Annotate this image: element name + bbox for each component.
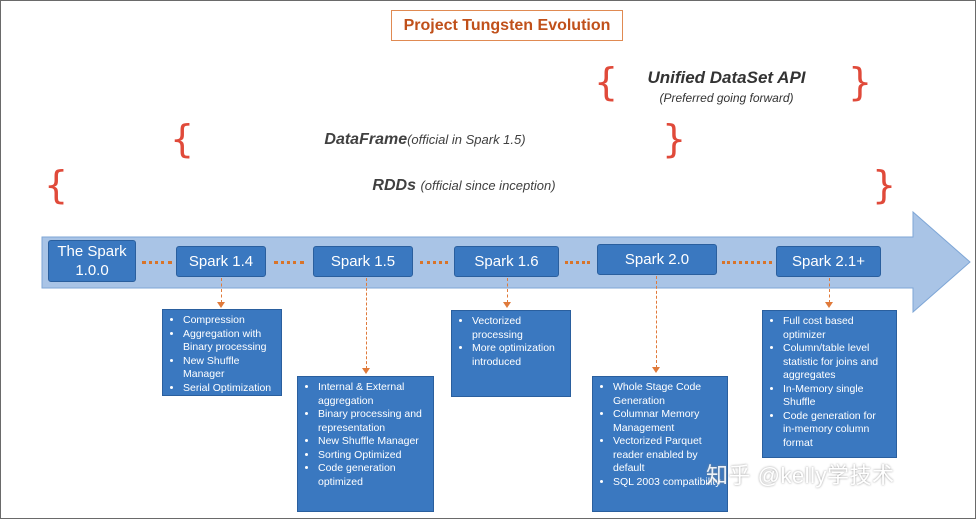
feature-item: New Shuffle Manager <box>318 435 427 449</box>
dataframe-label: DataFrame(official in Spark 1.5) <box>180 131 670 149</box>
rdds-right-brace: } <box>872 163 897 207</box>
rdds-left-brace: { <box>44 163 69 207</box>
feature-item: Internal & External aggregation <box>318 381 427 408</box>
feature-item: Code generation optimized <box>318 462 427 489</box>
feature-item: Compression <box>183 314 275 328</box>
pointer-head-1-4 <box>217 302 225 308</box>
feature-item: Aggregation with Binary processing <box>183 328 275 355</box>
version-spark-1-0-0: The Spark 1.0.0 <box>48 240 136 282</box>
connector-dots <box>142 261 172 264</box>
feature-item: Sorting Optimized <box>318 449 427 463</box>
features-spark-1-5: Internal & External aggregation Binary p… <box>297 376 434 512</box>
connector-dots <box>722 261 772 264</box>
dataframe-right-brace: } <box>662 117 687 161</box>
rdds-label: RDDs (official since inception) <box>50 177 878 195</box>
version-spark-1-5: Spark 1.5 <box>313 246 413 277</box>
version-spark-2-1: Spark 2.1+ <box>776 246 881 277</box>
pointer-head-1-5 <box>362 368 370 374</box>
feature-item: Whole Stage Code Generation <box>613 381 721 408</box>
feature-item: Column/table level statistic for joins a… <box>783 342 890 383</box>
connector-dots <box>420 261 448 264</box>
feature-item: SQL 2003 compatibility <box>613 476 721 490</box>
feature-item: Columnar Memory Management <box>613 408 721 435</box>
dataframe-name: DataFrame <box>324 131 408 148</box>
pointer-head-1-6 <box>503 302 511 308</box>
dataframe-note: (official in Spark 1.5) <box>407 132 526 147</box>
feature-item: Serial Optimization <box>183 382 275 396</box>
connector-dots <box>565 261 590 264</box>
unified-dataset-api-label: Unified DataSet API <box>647 68 806 87</box>
pointer-head-2-1 <box>825 302 833 308</box>
watermark-text: 知乎 @kelly学技术 <box>706 463 895 488</box>
pointer-line-2-0 <box>656 276 657 368</box>
diagram-title: Project Tungsten Evolution <box>391 10 623 41</box>
version-spark-1-6: Spark 1.6 <box>454 246 559 277</box>
feature-item: In-Memory single Shuffle <box>783 383 890 410</box>
version-spark-2-0: Spark 2.0 <box>597 244 717 275</box>
api-left-brace: { <box>594 60 619 104</box>
pointer-line-1-5 <box>366 278 367 369</box>
features-spark-2-1: Full cost based optimizer Column/table l… <box>762 310 897 458</box>
feature-item: New Shuffle Manager <box>183 355 275 382</box>
feature-item: Vectorized processing <box>472 315 564 342</box>
features-spark-1-4: Compression Aggregation with Binary proc… <box>162 309 282 396</box>
feature-item: More optimization introduced <box>472 342 564 369</box>
feature-item: Code generation for in-memory column for… <box>783 410 890 451</box>
pointer-line-1-6 <box>507 278 508 303</box>
feature-item: Binary processing and representation <box>318 408 427 435</box>
pointer-line-1-4 <box>221 278 222 303</box>
rdds-name: RDDs <box>372 177 416 194</box>
pointer-head-2-0 <box>652 367 660 373</box>
unified-dataset-api-note: (Preferred going forward) <box>659 91 794 105</box>
connector-dots <box>274 261 304 264</box>
dataframe-left-brace: { <box>170 117 195 161</box>
features-spark-2-0: Whole Stage Code Generation Columnar Mem… <box>592 376 728 512</box>
rdds-note: (official since inception) <box>420 178 556 193</box>
feature-item: Vectorized Parquet reader enabled by def… <box>613 435 721 476</box>
api-right-brace: } <box>848 60 873 104</box>
features-spark-1-6: Vectorized processing More optimization … <box>451 310 571 397</box>
pointer-line-2-1 <box>829 278 830 303</box>
version-spark-1-4: Spark 1.4 <box>176 246 266 277</box>
feature-item: Full cost based optimizer <box>783 315 890 342</box>
